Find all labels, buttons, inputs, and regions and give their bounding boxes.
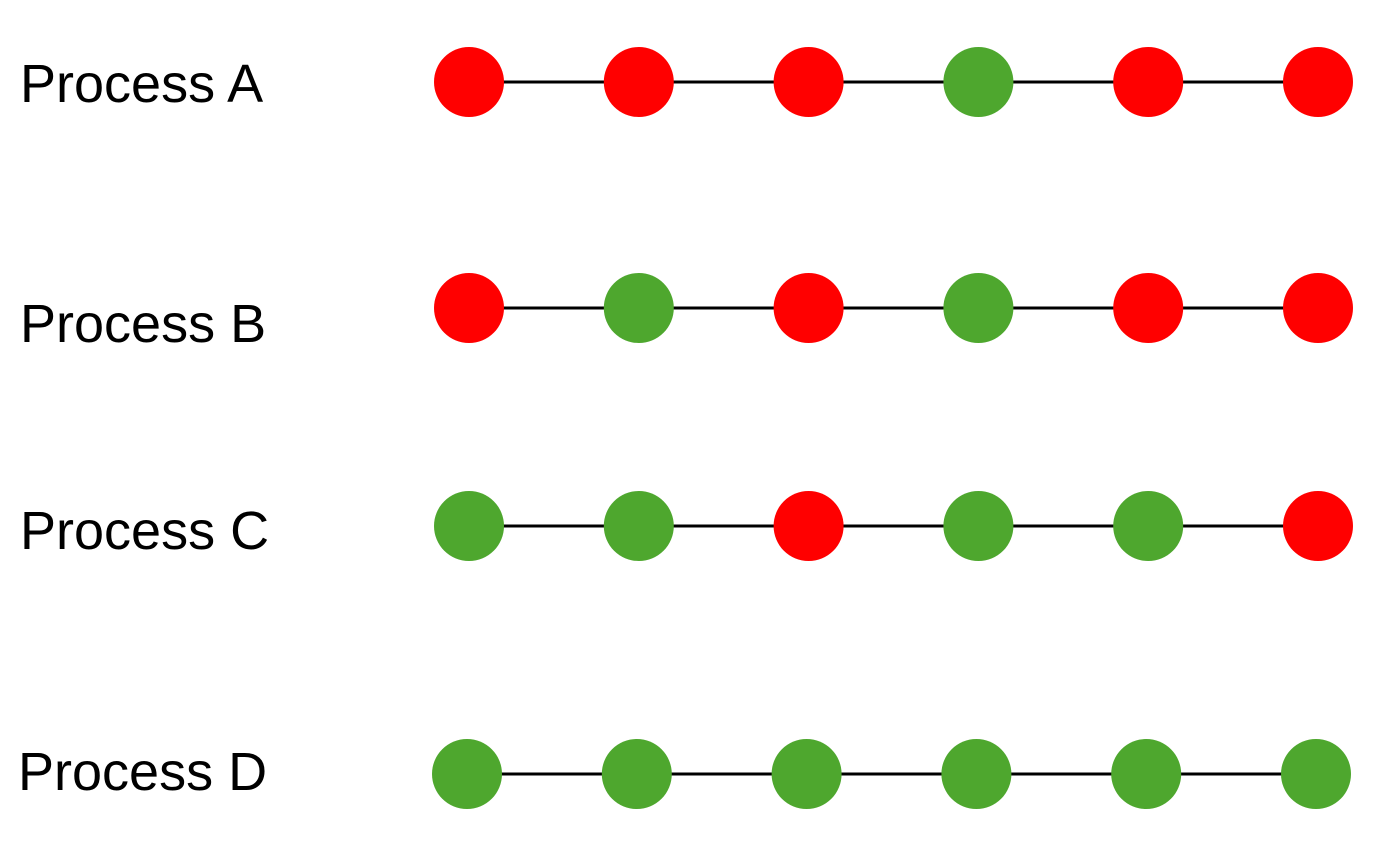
step-node-fail bbox=[1283, 273, 1353, 343]
step-node-fail bbox=[773, 47, 844, 117]
step-node-pass bbox=[943, 47, 1014, 117]
process-row-c: Process C bbox=[20, 491, 1353, 561]
step-node-pass bbox=[432, 739, 502, 809]
process-label: Process A bbox=[20, 54, 263, 114]
step-node-pass bbox=[1113, 491, 1184, 561]
step-node-pass bbox=[943, 273, 1014, 343]
step-node-pass bbox=[943, 491, 1014, 561]
step-node-pass bbox=[1111, 739, 1182, 809]
step-node-fail bbox=[1113, 273, 1184, 343]
step-node-pass bbox=[601, 739, 672, 809]
step-node-fail bbox=[434, 47, 504, 117]
step-node-fail bbox=[1283, 491, 1353, 561]
process-row-b: Process B bbox=[20, 273, 1353, 354]
step-node-fail bbox=[1113, 47, 1184, 117]
process-row-a: Process A bbox=[20, 47, 1353, 117]
step-node-pass bbox=[1281, 739, 1351, 809]
step-node-fail bbox=[773, 273, 844, 343]
step-node-fail bbox=[773, 491, 844, 561]
process-row-d: Process D bbox=[18, 739, 1351, 809]
step-node-pass bbox=[603, 273, 674, 343]
process-label: Process B bbox=[20, 294, 266, 354]
step-node-fail bbox=[434, 273, 504, 343]
step-node-pass bbox=[941, 739, 1012, 809]
step-node-pass bbox=[603, 491, 674, 561]
process-label: Process C bbox=[20, 501, 269, 561]
step-node-fail bbox=[603, 47, 674, 117]
step-node-pass bbox=[434, 491, 504, 561]
step-node-fail bbox=[1283, 47, 1353, 117]
step-node-pass bbox=[771, 739, 842, 809]
process-label: Process D bbox=[18, 742, 267, 802]
